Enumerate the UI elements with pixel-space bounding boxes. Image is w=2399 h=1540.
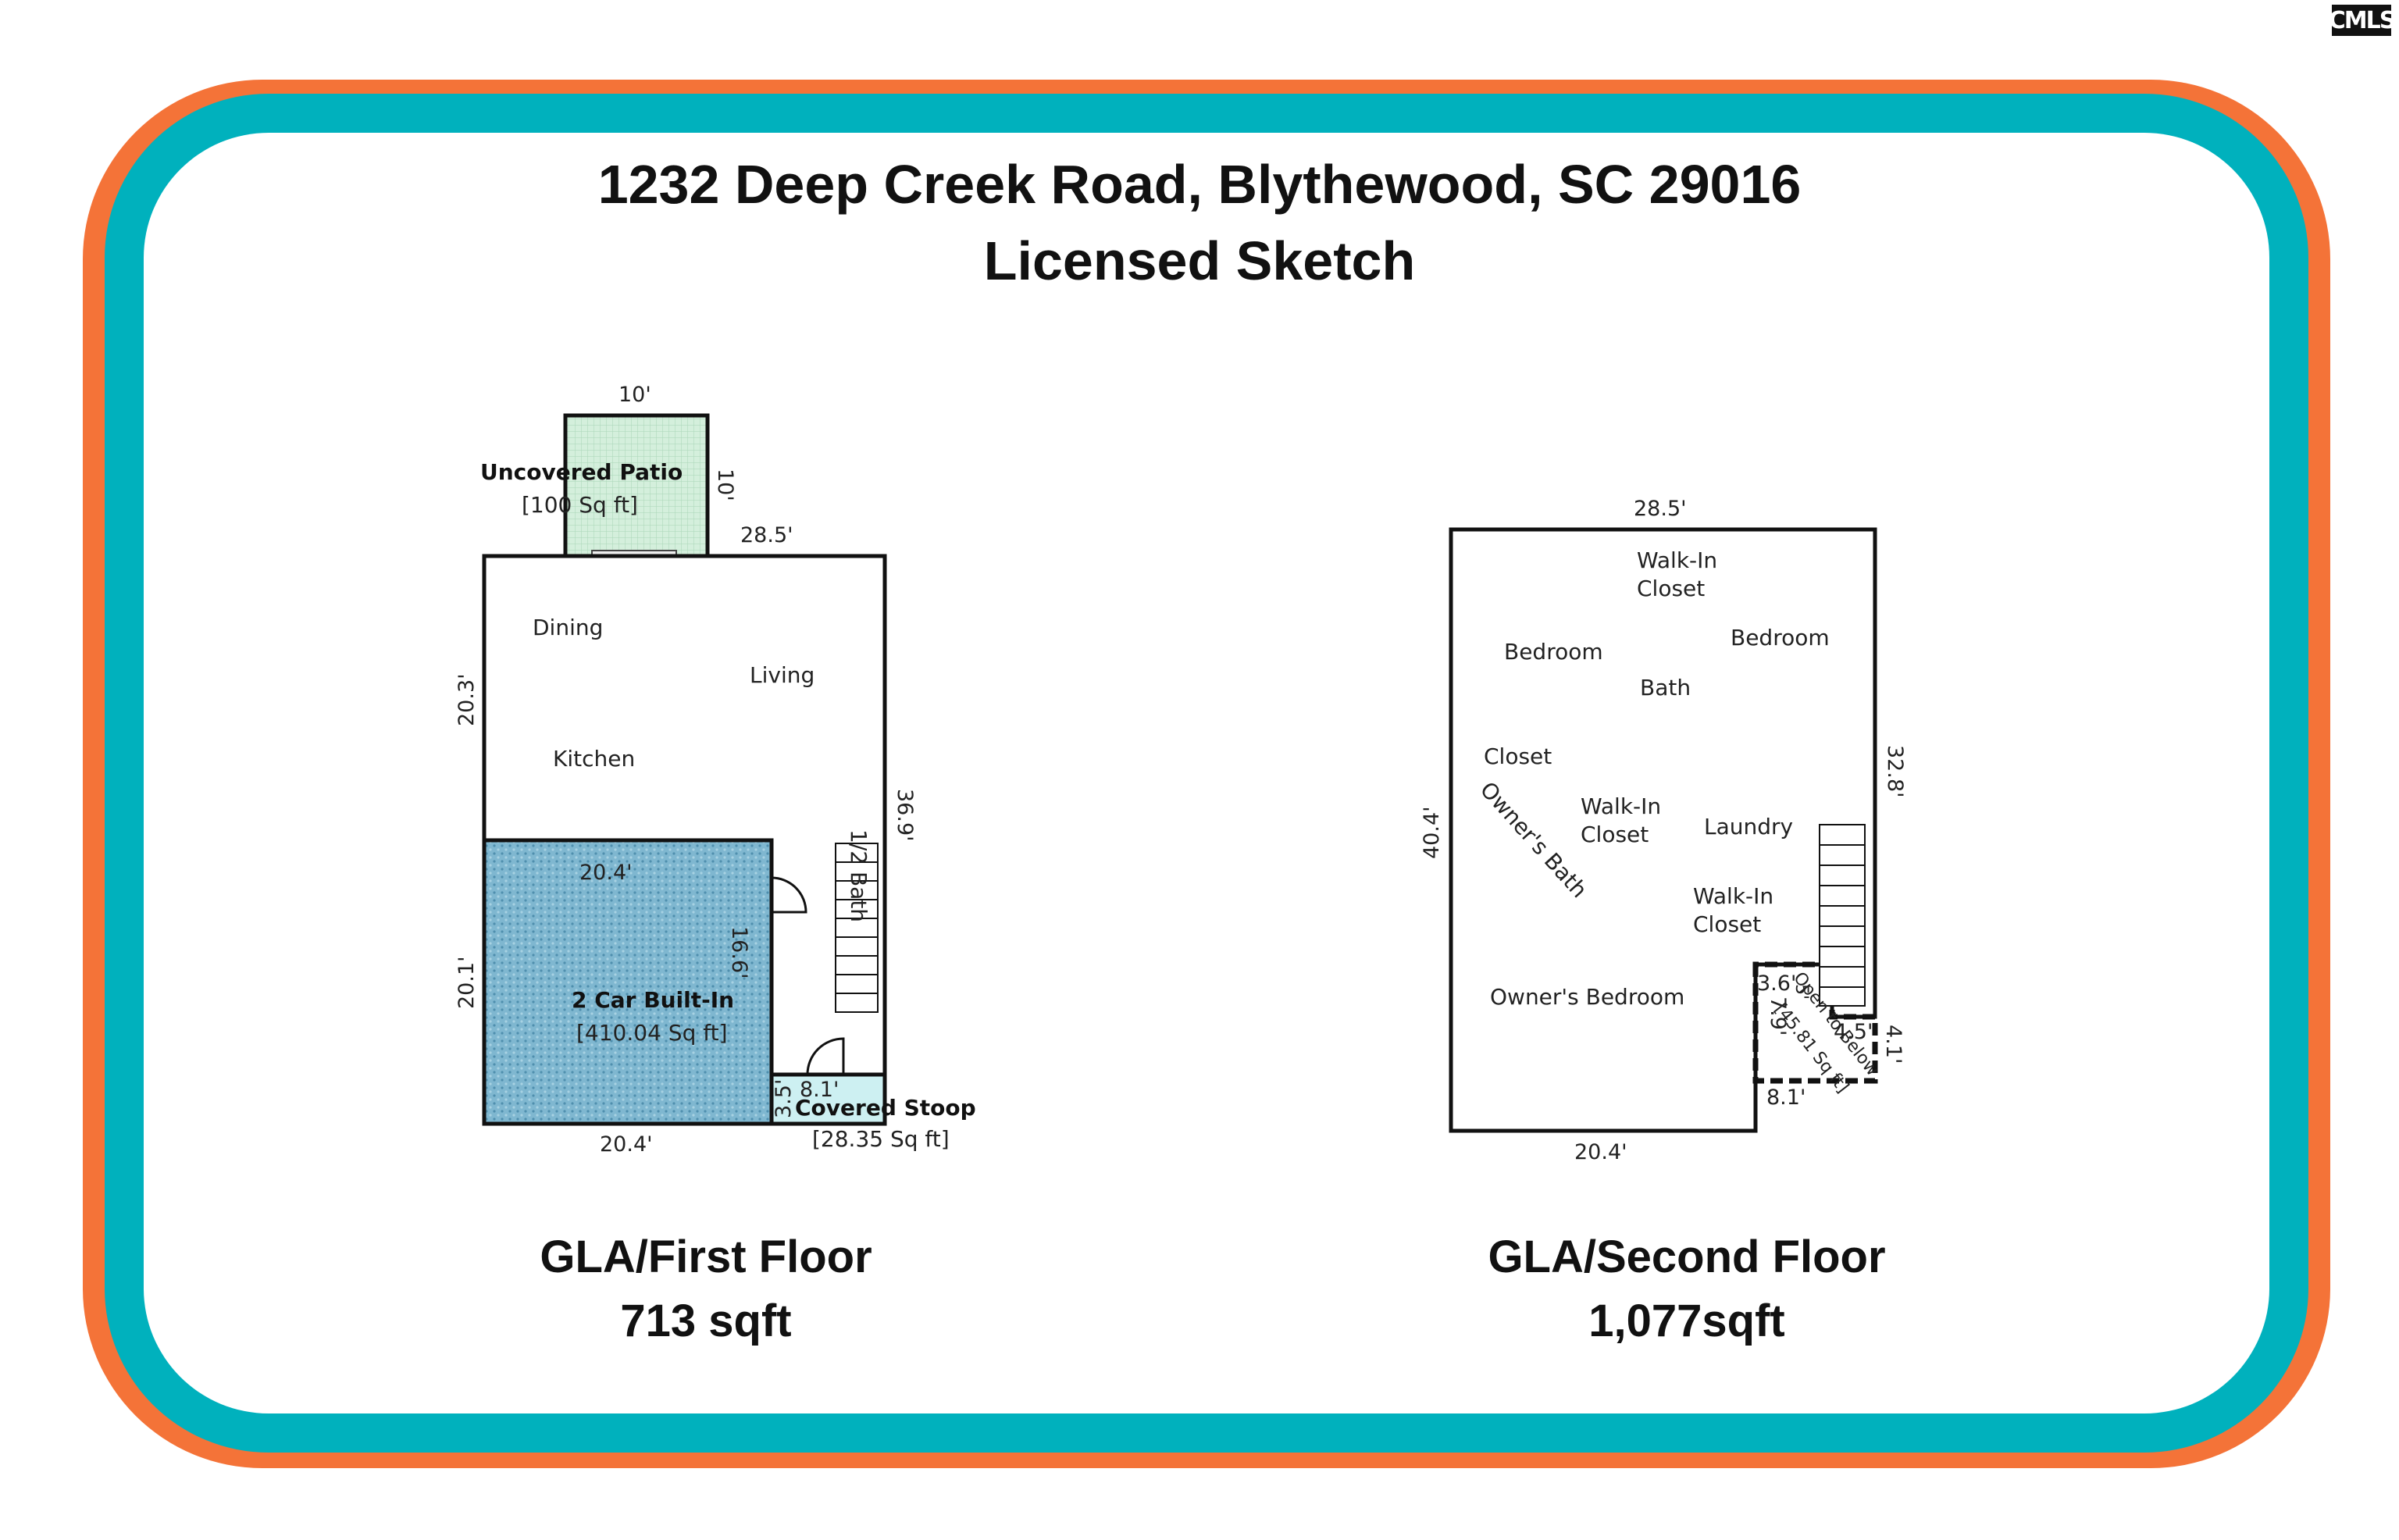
second-floor-caption: GLA/Second Floor <box>1488 1232 1886 1282</box>
dim-patio-top: 10' <box>618 383 651 407</box>
room-half-bath: 1/2 Bath <box>846 829 872 922</box>
room-closet: Closet <box>1484 743 1552 769</box>
room-living: Living <box>750 662 815 688</box>
dim-notch-left: 3.6' <box>1757 971 1796 996</box>
room-walk-in-closet-top-2: Closet <box>1637 576 1705 601</box>
cmls-logo: CMLS <box>2329 3 2396 37</box>
dim-notch-bottom: 8.1' <box>1766 1085 1805 1110</box>
content-panel <box>144 133 2269 1413</box>
garage-label: 2 Car Built-In <box>572 987 734 1013</box>
room-owners-bedroom: Owner's Bedroom <box>1490 984 1684 1010</box>
room-walk-in-closet-mid-1: Walk-In <box>1581 793 1661 819</box>
dim-first-left-upper: 20.3' <box>454 673 479 726</box>
second-floor-stairs <box>1819 824 1866 1007</box>
property-address: 1232 Deep Creek Road, Blythewood, SC 290… <box>597 154 1802 215</box>
room-bath: Bath <box>1640 675 1691 700</box>
entry-door-swing <box>806 1037 845 1075</box>
dim-first-bottom: 20.4' <box>600 1132 653 1157</box>
dim-notch-diag2: 5' <box>1791 984 1811 1000</box>
room-dining: Dining <box>533 615 603 640</box>
uncovered-patio-label: Uncovered Patio <box>480 459 683 485</box>
garage-area <box>482 838 774 1126</box>
uncovered-patio-area-label: [100 Sq ft] <box>522 492 638 518</box>
dim-stoop-height: 3.5' <box>772 1079 796 1118</box>
dim-garage-right: 16.6' <box>727 926 751 979</box>
first-floor-caption: GLA/First Floor <box>540 1232 872 1282</box>
dim-first-right: 36.9' <box>893 789 917 842</box>
dim-second-left: 40.4' <box>1420 806 1444 859</box>
sketch-subtitle: Licensed Sketch <box>983 230 1416 291</box>
dim-notch-diag: 7.9' <box>1766 996 1790 1036</box>
first-floor-sqft: 713 sqft <box>620 1296 792 1346</box>
dim-garage-top: 20.4' <box>579 861 633 885</box>
dim-second-right: 32.8' <box>1883 745 1907 798</box>
room-owners-bath: Owner's Bath <box>1475 777 1592 904</box>
room-walk-in-closet-top-1: Walk-In <box>1637 547 1717 573</box>
dim-notch-top: 4.5' <box>1834 1020 1873 1044</box>
covered-stoop-label: Covered Stoop <box>795 1095 976 1121</box>
room-walk-in-closet-low-2: Closet <box>1693 911 1761 937</box>
room-laundry: Laundry <box>1704 814 1793 840</box>
dim-second-bottom: 20.4' <box>1574 1140 1627 1164</box>
covered-stoop-area-label: [28.35 Sq ft] <box>812 1126 950 1152</box>
dim-notch-right: 4.1' <box>1881 1025 1905 1064</box>
dim-patio-side: 10' <box>713 469 737 501</box>
second-floor-plan: Walk-In Closet Bedroom Bedroom Bath Clos… <box>1420 497 1907 1164</box>
dim-stoop-width: 8.1' <box>800 1078 839 1102</box>
uncovered-patio-area <box>563 413 710 558</box>
room-bedroom-left: Bedroom <box>1504 639 1603 665</box>
room-bedroom-right: Bedroom <box>1731 625 1830 651</box>
room-walk-in-closet-low-1: Walk-In <box>1693 883 1773 909</box>
room-kitchen: Kitchen <box>553 746 635 772</box>
dim-first-top: 28.5' <box>740 523 793 547</box>
garage-door-swing <box>771 876 807 914</box>
first-floor-stairs <box>835 843 879 1013</box>
second-floor-sqft: 1,077sqft <box>1588 1296 1785 1346</box>
room-walk-in-closet-mid-2: Closet <box>1581 822 1649 847</box>
dim-second-top: 28.5' <box>1634 497 1687 521</box>
first-floor-plan: Uncovered Patio [100 Sq ft] Dining Livin… <box>454 383 976 1157</box>
covered-stoop-area <box>769 1072 887 1126</box>
garage-area-label: [410.04 Sq ft] <box>576 1020 728 1046</box>
dim-first-left-lower: 20.1' <box>454 956 479 1009</box>
